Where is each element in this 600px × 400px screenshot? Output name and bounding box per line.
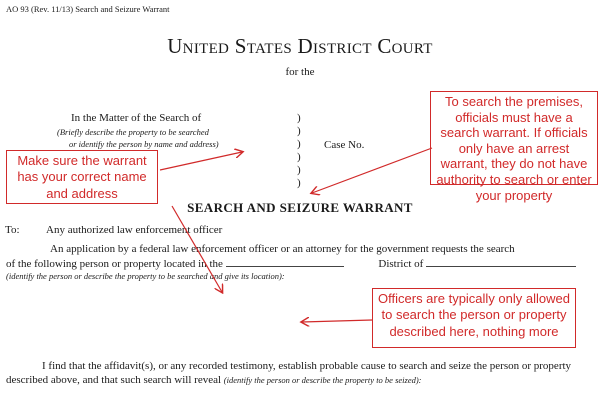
brief-instruction-line1: (Briefly describe the property to be sea… [57,127,209,137]
caption-paren: ) [297,112,301,124]
annotation-described-only: Officers are typically only allowed to s… [372,288,576,348]
court-title: United States District Court [167,34,433,58]
form-id: AO 93 (Rev. 11/13) Search and Seizure Wa… [6,4,170,14]
annotation-name-address: Make sure the warrant has your correct n… [6,150,158,204]
caption-paren: ) [297,125,301,137]
affidavit-line2-text: described above, and that such search wi… [6,374,222,386]
for-the-label: for the [285,66,315,78]
location-blank[interactable] [225,256,344,267]
arrow-to-person-field [159,152,242,171]
application-line1: An application by a federal law enforcem… [50,243,515,255]
caption-paren: ) [297,138,301,150]
application-line2: of the following person or property loca… [6,256,577,270]
annotation-search-warrant: To search the premises, officials must h… [430,91,598,203]
warrant-title: SEARCH AND SEIZURE WARRANT [187,200,413,215]
recipient-text: Any authorized law enforcement officer [46,224,223,236]
seize-instruction: (identify the person or describe the pro… [223,375,422,385]
caption-paren: ) [297,164,301,176]
caption-paren: ) [297,177,301,189]
district-blank[interactable] [426,256,577,267]
arrow-to-case-caption [312,147,433,193]
matter-label: In the Matter of the Search of [71,112,202,124]
affidavit-line2: described above, and that such search wi… [6,374,422,386]
affidavit-line1: I find that the affidavit(s), or any rec… [42,360,572,372]
district-label: District of [378,258,424,270]
application-line2-text: of the following person or property loca… [6,258,223,270]
identify-instruction: (identify the person or describe the pro… [6,271,285,281]
case-number-label: Case No. [324,139,365,151]
brief-instruction-line2: or identify the person by name and addre… [69,139,219,149]
caption-paren: ) [297,151,301,163]
arrow-to-description-area [302,320,373,322]
arrow-to-property-location [171,205,222,292]
to-label: To: [5,224,20,236]
